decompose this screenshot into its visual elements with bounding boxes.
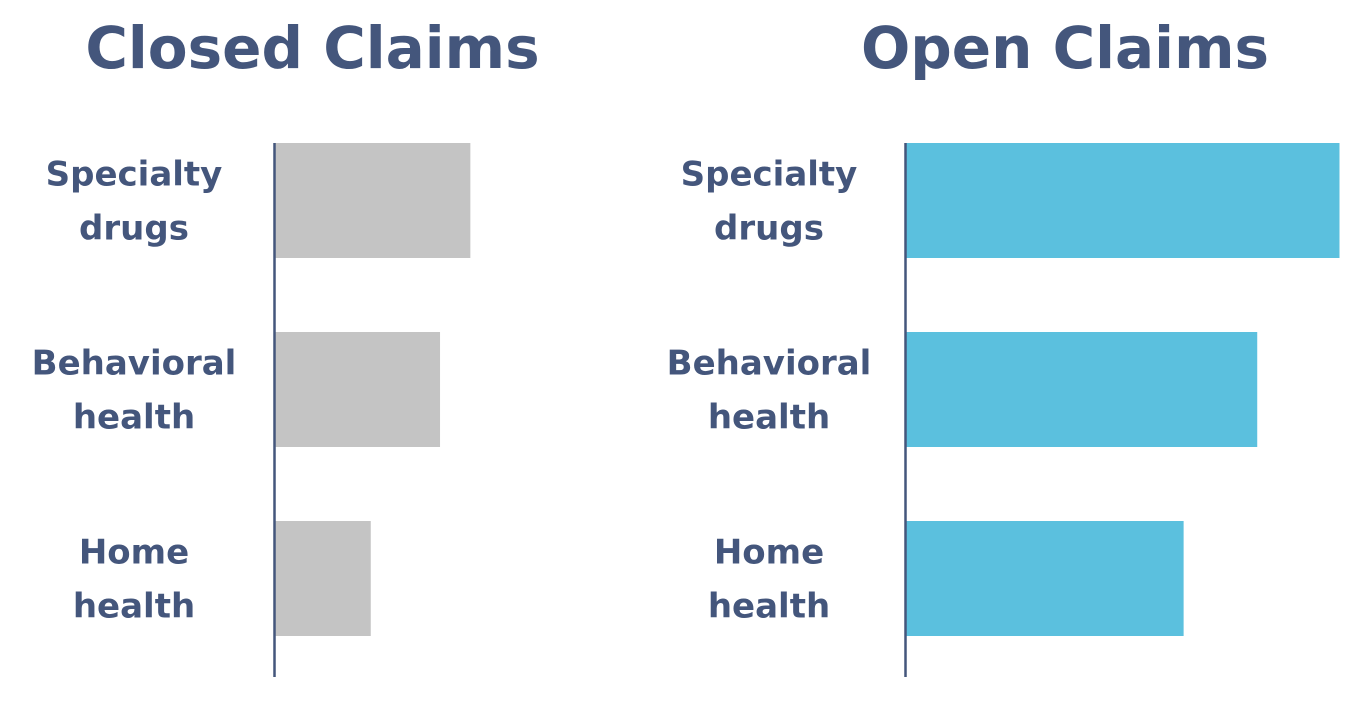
closed-claims-title: Closed Claims — [85, 14, 540, 82]
open-bar-2 — [906, 332, 1258, 447]
open-bar-3 — [906, 521, 1184, 636]
open-claims-title: Open Claims — [860, 14, 1270, 82]
closed-bar-1 — [275, 143, 471, 258]
open-bar-1 — [906, 143, 1340, 258]
closed-bar-3 — [275, 521, 371, 636]
closed-bar-2 — [275, 332, 441, 447]
